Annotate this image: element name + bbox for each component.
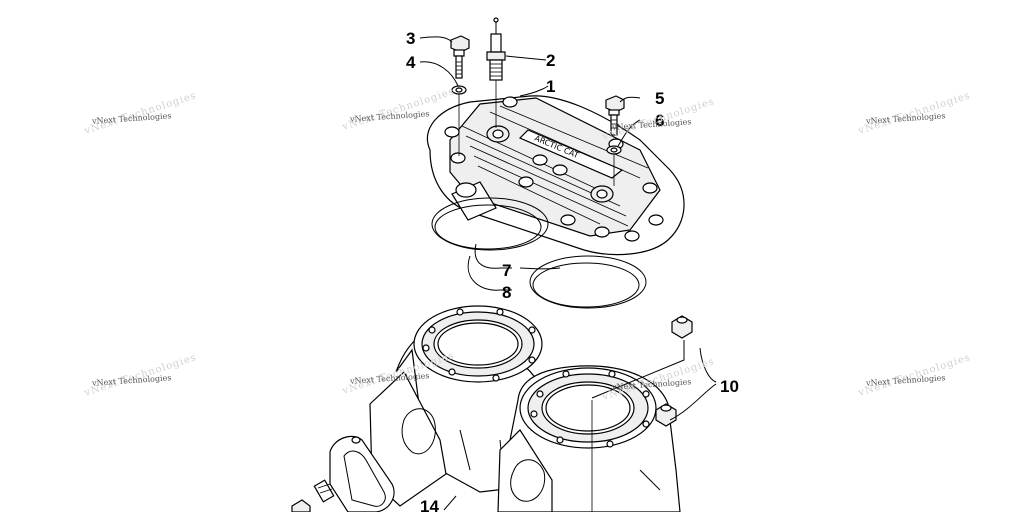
callout-14: 14 <box>420 497 439 512</box>
callout-8: 8 <box>502 283 511 302</box>
leader-lines <box>419 36 717 511</box>
callout-5: 5 <box>655 89 664 108</box>
callout-2: 2 <box>546 51 555 70</box>
exhaust-studs <box>291 479 335 512</box>
head-bolt-right <box>605 95 625 186</box>
callout-4: 4 <box>406 53 416 72</box>
cylinder-head: ARCTIC CAT <box>426 95 685 256</box>
callout-6: 6 <box>655 111 664 130</box>
exhaust-gasket <box>329 435 395 512</box>
spark-plug <box>486 17 506 128</box>
callout-7: 7 <box>502 261 511 280</box>
cylinder-nuts <box>655 315 693 427</box>
cylinder-right <box>497 365 681 512</box>
callout-1: 1 <box>546 77 555 96</box>
callouts: 3 4 2 1 5 6 7 8 10 14 <box>406 29 739 512</box>
head-bolt-left <box>450 35 470 156</box>
callout-3: 3 <box>406 29 415 48</box>
head-gaskets <box>431 197 647 309</box>
callout-10: 10 <box>720 377 739 396</box>
